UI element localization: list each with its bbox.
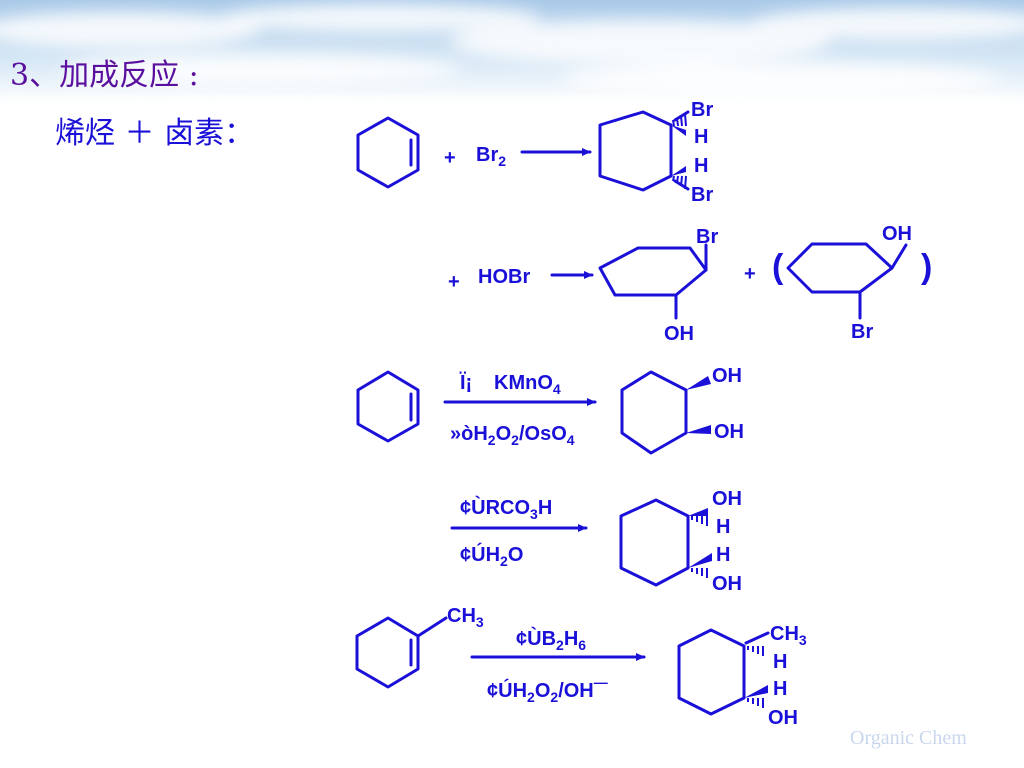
r2-a-oh: OH (664, 323, 694, 345)
r1-plus: + (444, 147, 456, 169)
r2-plus: + (448, 271, 460, 293)
methylcyclohexene-reactant (355, 616, 448, 689)
r5-cond2: ¢ÚH2O2/OH— (487, 674, 608, 705)
slide-title: 3、加成反应 : (10, 58, 199, 93)
r5-cond1: ¢ÙB2H6 (516, 626, 586, 653)
hash-r1-br-top (672, 113, 687, 127)
r5-oh: OH (768, 707, 798, 729)
cyclohexene-reactant-3 (356, 370, 420, 443)
r5-methyl: CH3 (447, 605, 484, 630)
r5-h-bottom: H (773, 678, 787, 700)
r4-oh-bottom: OH (712, 573, 742, 595)
hash-r4-oh (691, 568, 708, 578)
r2-b-oh: OH (882, 223, 912, 245)
r2-b-br: Br (851, 321, 873, 343)
r4-oh-top: OH (712, 488, 742, 510)
hydroboration-product (677, 628, 746, 716)
r3-oh-bottom: OH (714, 421, 744, 443)
r3-cond2: »òH2O2/OsO4 (450, 423, 575, 448)
footer-watermark: Organic Chem (850, 727, 967, 749)
wedge-r1-h1 (671, 125, 686, 136)
r3-oh-top: OH (712, 365, 742, 387)
bond-ch3 (744, 631, 770, 645)
wedge-r1-h2 (671, 166, 686, 176)
r2-a-br: Br (696, 226, 718, 248)
r4-cond2: ¢ÚH2O (460, 542, 523, 569)
r2-paren-close: ) (921, 248, 932, 286)
wedge-r4-h (688, 553, 712, 568)
r2-reagent: HOBr (478, 266, 530, 288)
r1-h-top: H (694, 126, 708, 148)
hash-r4-h (691, 516, 708, 526)
r5-h-top: H (773, 651, 787, 673)
r1-br-top: Br (691, 99, 713, 121)
hash-r5-h (747, 646, 764, 656)
r2-paren-open: ( (772, 248, 784, 286)
slide-subtitle: 烯烃 ＋ 卤素： (55, 116, 255, 151)
r1-reagent: Br2 (476, 144, 506, 169)
cyclohexene-reactant-1 (356, 116, 420, 189)
r3-cond1-num: Ï¡ (459, 371, 472, 394)
wedge-r3-oh1 (686, 376, 711, 390)
bromohydrin-product-a (598, 243, 708, 320)
r4-h-top: H (716, 516, 730, 538)
trans-dibromocyclohexane (598, 110, 673, 192)
trans-diol-product (619, 498, 690, 587)
hash-r1-br-bottom (672, 175, 687, 190)
bromohydrin-product-b (786, 242, 908, 320)
hash-r5-oh (747, 698, 764, 708)
r5-ch3: CH3 (770, 623, 807, 648)
r4-h-bottom: H (716, 544, 730, 566)
wedge-r4-oh (688, 508, 708, 516)
r2-between-plus: + (744, 263, 756, 285)
r1-br-bottom: Br (691, 184, 713, 206)
cis-diol-product (620, 370, 688, 455)
r4-cond1: ¢ÙRCO3H (460, 495, 552, 522)
r1-h-bottom: H (694, 155, 708, 177)
wedge-r5-h (744, 685, 768, 698)
wedge-r3-oh2 (686, 425, 711, 434)
r3-cond1-reagent: KMnO4 (494, 372, 561, 397)
